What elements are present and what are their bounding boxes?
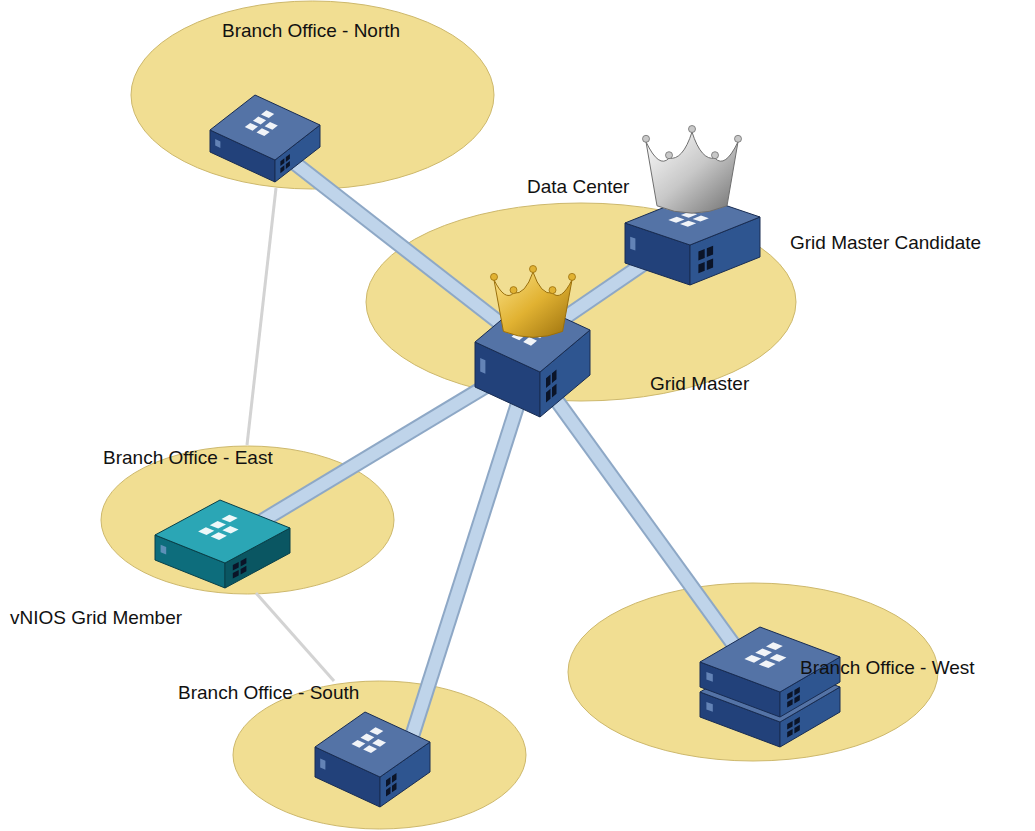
branch-office: Branch Office - North	[130, 0, 495, 190]
node-label: vNIOS Grid Member	[10, 607, 182, 629]
appliance-icon	[625, 125, 760, 290]
node-label: Branch Office - North	[222, 20, 400, 42]
secondary-link	[247, 188, 276, 445]
node-label: Data Center	[527, 176, 629, 198]
node-label: Grid Master	[650, 373, 749, 395]
branch-office: Branch Office - West	[567, 582, 939, 762]
secondary-link	[256, 593, 334, 681]
node-label: Branch Office - West	[800, 657, 975, 679]
grid-master: Grid Master	[470, 262, 595, 422]
grid-master-candidate: Grid Master Candidate	[625, 125, 760, 290]
appliance-icon	[150, 495, 295, 595]
appliance-icon	[470, 262, 595, 422]
node-label: Grid Master Candidate	[790, 232, 981, 254]
node-label: Branch Office - East	[103, 447, 273, 469]
network-link	[407, 372, 528, 752]
data-center: Data CenterGrid Master CandidateGrid Mas…	[365, 202, 797, 402]
node-label: Branch Office - South	[178, 682, 359, 704]
vnios-grid-member: vNIOS Grid Member	[150, 495, 295, 595]
branch-office: Branch Office - South	[232, 680, 527, 830]
